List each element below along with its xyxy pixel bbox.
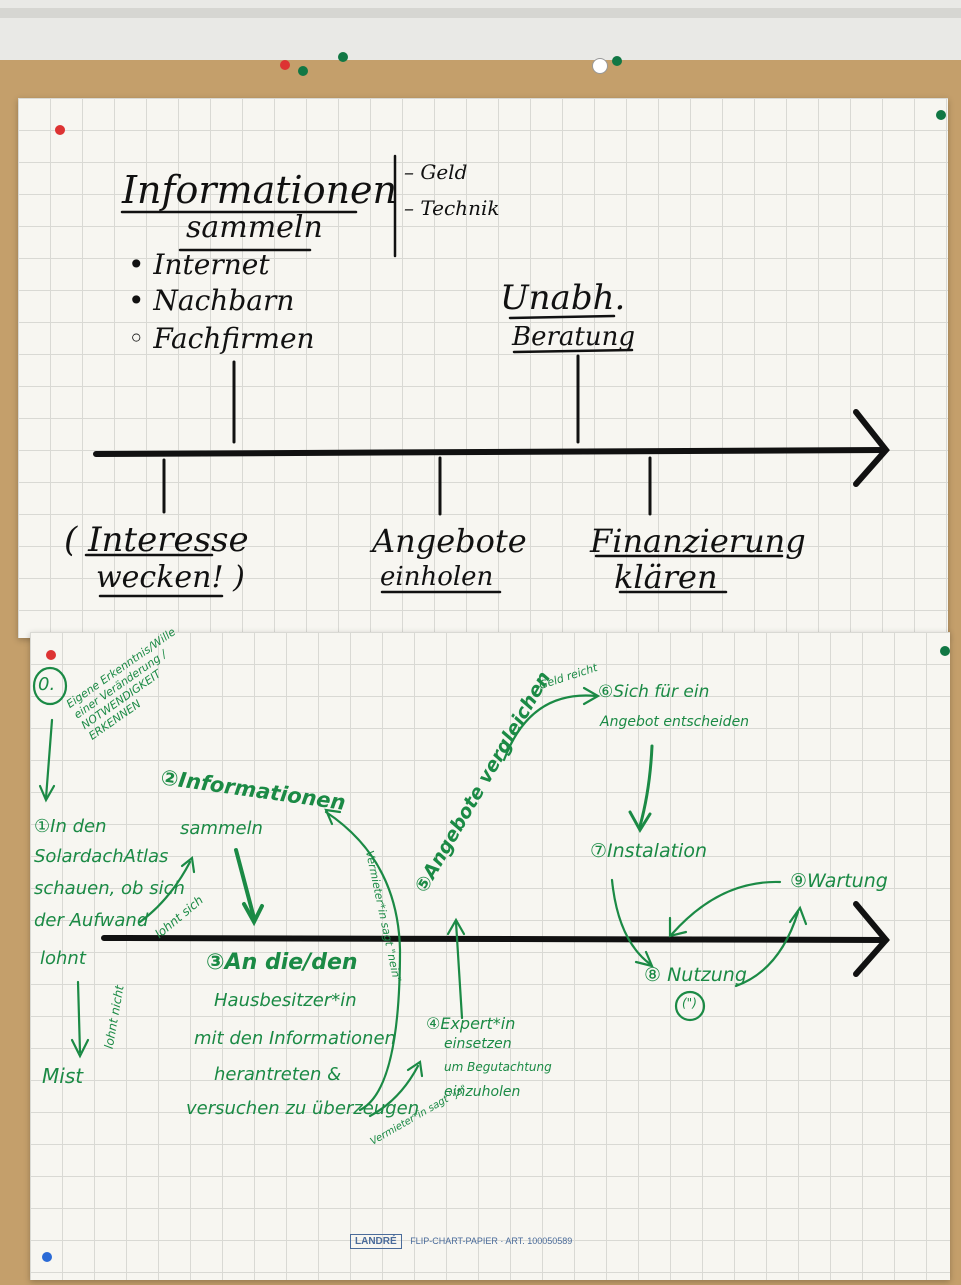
board-rail xyxy=(0,8,961,18)
step1-line2: SolardachAtlas xyxy=(34,846,169,867)
flipchart-sheet-top xyxy=(18,98,948,638)
pin-icon xyxy=(940,646,950,656)
step6-line2: Angebot entscheiden xyxy=(600,714,750,730)
step1-line1: ①In den xyxy=(34,816,107,837)
pin-icon xyxy=(46,650,56,660)
label-unabh: Unabh. xyxy=(500,278,626,318)
step6-line1: ⑥Sich für ein xyxy=(598,682,710,702)
pin-icon xyxy=(592,58,608,74)
title-informationen: Informationen xyxy=(122,168,398,212)
pin-icon xyxy=(612,56,622,66)
step8-label: ⑧ Nutzung xyxy=(644,964,747,986)
bullet-internet: • Internet xyxy=(128,248,270,281)
pin-icon xyxy=(936,110,946,120)
step3-line2: Hausbesitzer*in xyxy=(214,990,357,1011)
label-interesse: ( Interesse xyxy=(64,520,249,560)
step4-line3: um Begutachtung xyxy=(444,1060,552,1074)
label-einholen: einholen xyxy=(380,562,494,592)
label-klaeren: klären xyxy=(614,558,718,596)
pin-icon xyxy=(298,66,308,76)
step4-line4: einzuholen xyxy=(444,1084,521,1100)
step1-line5: lohnt xyxy=(40,948,86,969)
smiley-icon: (") xyxy=(682,996,697,1010)
step0-number: 0. xyxy=(38,674,56,695)
step3-line4: herantreten & xyxy=(214,1064,342,1085)
paper-footer: LANDRÉ FLIP-CHART-PAPIER · ART. 10005058… xyxy=(350,1234,573,1249)
step7-label: ⑦Instalation xyxy=(590,840,707,862)
side-item-geld: – Geld xyxy=(404,160,468,184)
flipchart-sheet-bottom xyxy=(30,632,950,1280)
brand-logo: LANDRÉ xyxy=(350,1234,402,1249)
label-beratung: Beratung xyxy=(512,322,636,352)
step3-line3: mit den Informationen xyxy=(194,1028,396,1049)
step3-line1: ③An die/den xyxy=(206,950,358,975)
step2-line2: sammeln xyxy=(180,818,263,839)
label-wecken: wecken! ) xyxy=(96,560,245,595)
side-item-technik: – Technik xyxy=(404,196,500,220)
step9-label: ⑨Wartung xyxy=(790,870,888,892)
step4-line2: einsetzen xyxy=(444,1036,512,1052)
step1-line3: schauen, ob sich xyxy=(34,878,185,899)
title-sammeln: sammeln xyxy=(186,210,323,245)
step1-line4: der Aufwand xyxy=(34,910,149,931)
label-angebote: Angebote xyxy=(372,522,527,560)
label-finanzierung: Finanzierung xyxy=(590,522,806,560)
pin-icon xyxy=(338,52,348,62)
pin-icon xyxy=(280,60,290,70)
label-mist: Mist xyxy=(42,1064,84,1088)
footer-text: FLIP-CHART-PAPIER · ART. 100050589 xyxy=(410,1236,573,1246)
step4-line1: ④Expert*in xyxy=(426,1014,516,1033)
bullet-fachfirmen: ◦ Fachfirmen xyxy=(128,322,315,355)
pin-icon xyxy=(42,1252,52,1262)
pin-icon xyxy=(55,125,65,135)
step3-line5: versuchen zu überzeugen xyxy=(186,1098,420,1119)
bullet-nachbarn: • Nachbarn xyxy=(128,284,295,317)
